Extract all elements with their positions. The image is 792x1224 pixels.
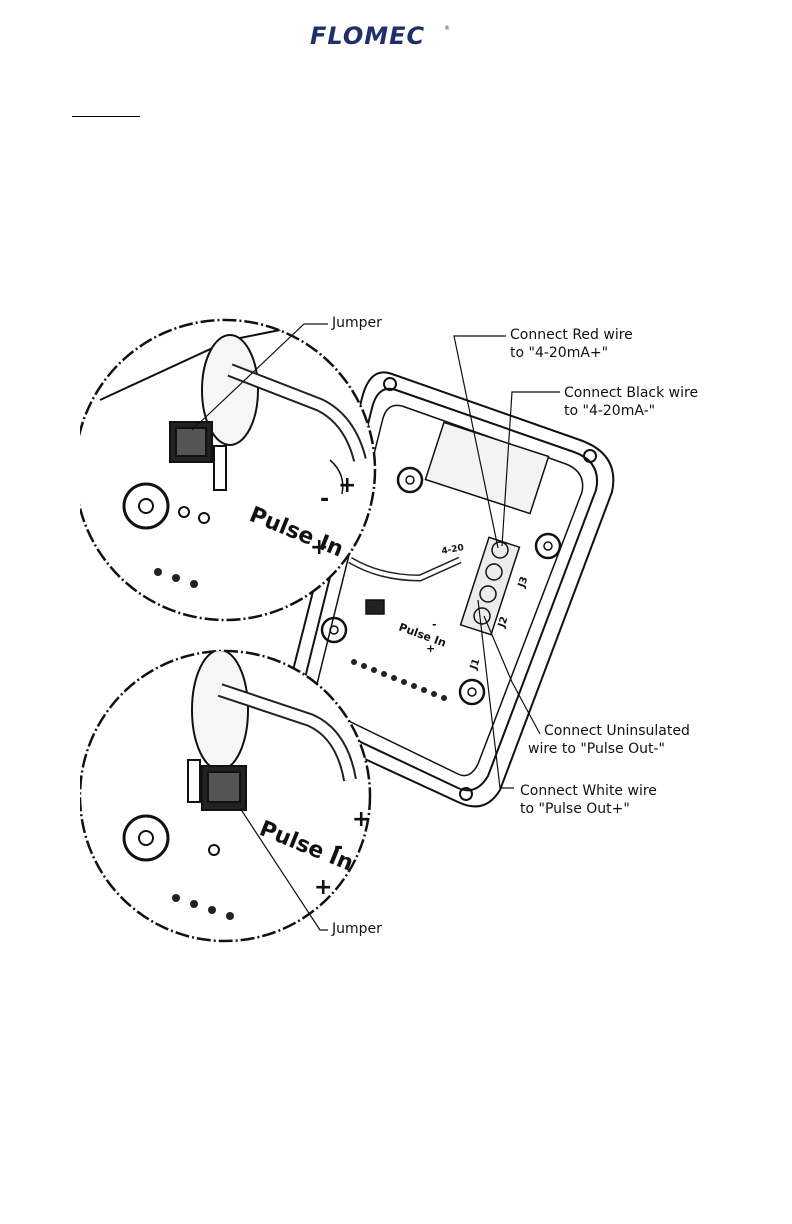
bottom-plus-label: + <box>314 875 332 900</box>
wiring-diagram: Pulse In - + 4-20 J1 J2 J3 <box>80 310 705 945</box>
jumper-top-callout: Jumper <box>332 314 382 332</box>
red-wire-callout-line1: Connect Red wire <box>510 326 633 344</box>
black-wire-callout-line2: to "4-20mA-" <box>564 402 655 420</box>
registered-mark: ® <box>444 25 450 32</box>
detail-circle-top: Pulse In - + + <box>80 310 375 620</box>
white-wire-callout-line2: to "Pulse Out+" <box>520 800 630 818</box>
flomec-logo: FLOMEC ® <box>310 20 450 50</box>
heading-underline <box>72 116 140 117</box>
white-wire-callout-line1: Connect White wire <box>520 782 657 800</box>
black-wire-callout-line1: Connect Black wire <box>564 384 698 402</box>
board-minus-label: - <box>432 618 437 631</box>
logo-text: FLOMEC <box>310 22 425 50</box>
board-plus-label: + <box>426 642 435 655</box>
top-minus-label: - <box>320 487 329 512</box>
uninsulated-wire-callout-line2: wire to "Pulse Out-" <box>528 740 665 758</box>
uninsulated-wire-callout-line1: Connect Uninsulated <box>544 722 690 740</box>
top-plus-edge-label: + <box>338 473 356 498</box>
bottom-minus-label: - <box>334 835 343 860</box>
top-plus-label: + <box>310 535 328 560</box>
jumper-bottom-callout: Jumper <box>332 920 382 938</box>
bottom-plus-edge-label: + <box>352 807 370 832</box>
red-wire-callout-line2: to "4-20mA+" <box>510 344 608 362</box>
